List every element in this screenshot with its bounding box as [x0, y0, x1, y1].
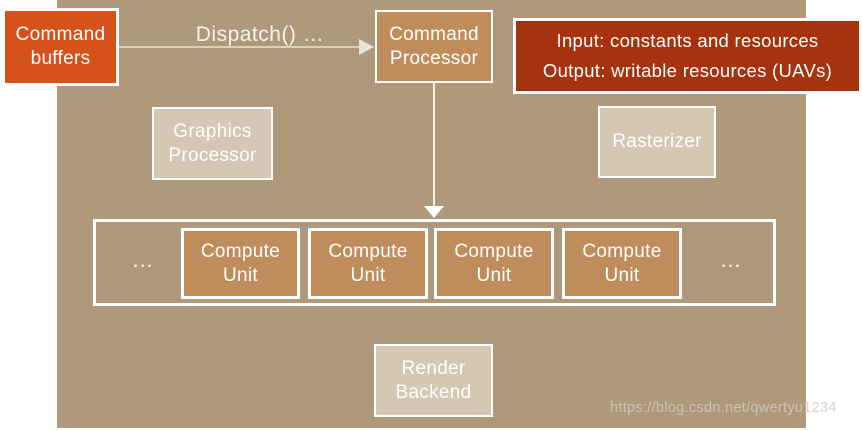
ellipsis-right: …: [719, 247, 745, 272]
compute-unit-label-line1: Compute: [328, 240, 408, 262]
compute-unit-node: Compute Unit: [562, 228, 682, 299]
watermark-url: https://blog.csdn.net/qwertyu1234: [610, 400, 837, 416]
compute-unit-label-line2: Unit: [476, 264, 512, 286]
callout-output-line: Output: writable resources (UAVs): [542, 59, 833, 81]
rasterizer-label: Rasterizer: [612, 131, 702, 152]
dispatch-arrow-head-icon: [359, 39, 374, 55]
command-processor-node: Command Processor: [375, 10, 493, 83]
command-processor-label-line1: Command: [389, 23, 479, 45]
render-backend-node: Render Backend: [374, 344, 493, 417]
dispatch-arrow-line: [119, 46, 360, 48]
graphics-processor-label-line1: Graphics: [173, 120, 252, 142]
command-buffers-node: Command buffers: [2, 8, 119, 86]
graphics-processor-node: Graphics Processor: [152, 107, 273, 180]
dispatch-to-compute-arrow-line: [433, 83, 435, 207]
render-backend-label-line2: Backend: [395, 381, 472, 403]
rasterizer-node: Rasterizer: [598, 106, 716, 178]
compute-unit-node: Compute Unit: [434, 228, 554, 299]
compute-unit-node: Compute Unit: [181, 228, 300, 299]
compute-unit-label-line1: Compute: [454, 240, 534, 262]
render-backend-label-line1: Render: [401, 357, 466, 379]
command-buffers-label-line2: buffers: [30, 48, 91, 69]
compute-unit-label-line1: Compute: [200, 240, 281, 262]
compute-unit-node: Compute Unit: [308, 228, 428, 299]
compute-unit-label-line2: Unit: [350, 264, 386, 286]
dispatch-edge-label: Dispatch() …: [195, 23, 325, 46]
dispatch-to-compute-arrow-head-icon: [424, 206, 444, 218]
compute-unit-label-line2: Unit: [604, 264, 640, 286]
graphics-processor-label-line2: Processor: [168, 144, 257, 166]
command-buffers-label-line1: Command: [15, 24, 106, 45]
compute-unit-array-container: [93, 219, 776, 306]
io-callout-node: Input: constants and resources Output: w…: [513, 18, 862, 94]
callout-input-line: Input: constants and resources: [556, 30, 819, 52]
command-processor-label-line2: Processor: [389, 47, 479, 69]
ellipsis-left: …: [131, 247, 157, 272]
compute-unit-label-line2: Unit: [223, 264, 258, 286]
compute-unit-label-line1: Compute: [582, 240, 662, 262]
